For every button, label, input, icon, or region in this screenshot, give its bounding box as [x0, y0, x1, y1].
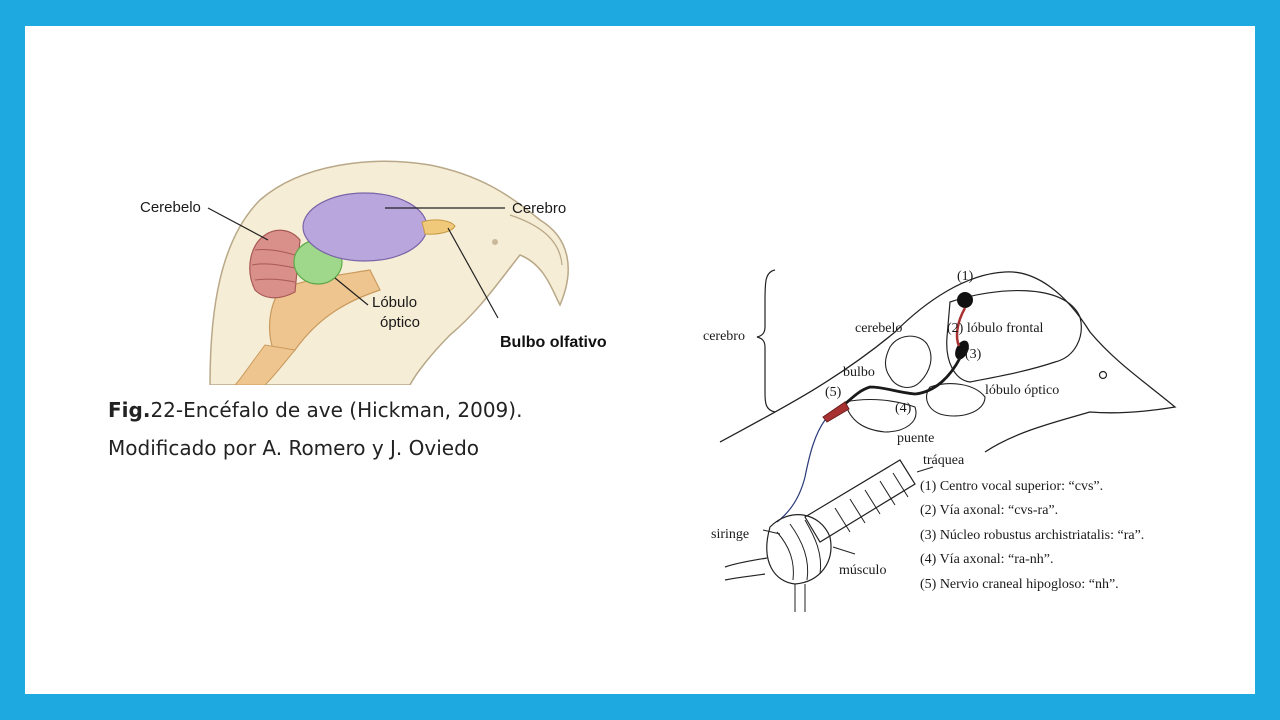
cerebro-shape: [302, 192, 428, 262]
caption-fig-prefix: Fig.: [108, 398, 151, 422]
label-siringe: siringe: [711, 527, 749, 542]
label-lobulo-line1: Lóbulo: [372, 294, 417, 311]
label-cerebelo: cerebelo: [855, 321, 902, 336]
cerebelo-leader: [207, 207, 269, 241]
cerebelo-outline: [884, 335, 932, 388]
siringe-shape: [724, 514, 832, 612]
lobulo-leader: [334, 277, 369, 306]
figure-caption-line1: Fig.22-Encéfalo de ave (Hickman, 2009).: [108, 398, 668, 422]
legend-item: (4) Vía axonal: “ra-nh”.: [920, 552, 1053, 567]
beak-outline: [509, 214, 563, 266]
nerve-to-syrinx: [776, 419, 826, 523]
eye-marker: [492, 239, 498, 245]
label-n1: (1): [957, 269, 974, 284]
cvs-nucleus-marker: [957, 292, 973, 308]
label-puente: puente: [897, 431, 934, 446]
bulbo-leader: [447, 227, 499, 319]
label-n3: (3): [965, 347, 982, 362]
legend: (1) Centro vocal superior: “cvs”. (2) Ví…: [920, 479, 1144, 592]
bird-song-pathway-diagram: (1) cerebro cerebelo (2) lóbulo frontal …: [695, 262, 1190, 612]
label-n5: (5): [825, 385, 842, 400]
bird-brain-illustration: Cerebelo Cerebro Lóbulo óptico Bulbo olf…: [140, 160, 607, 385]
siringe-leader: [762, 529, 781, 535]
legend-item: (5) Nervio craneal hipogloso: “nh”.: [920, 577, 1119, 592]
musculo-leader: [832, 546, 856, 555]
label-n4: (4): [895, 401, 912, 416]
cerebro-brace: [756, 269, 776, 413]
brain-outline: [946, 289, 1082, 383]
label-cerebro: Cerebro: [512, 200, 566, 217]
eye-marker: [1098, 370, 1108, 380]
head-outline: [719, 271, 1177, 453]
label-bulbo-olfativo: Bulbo olfativo: [500, 334, 607, 351]
label-lobulo-line2: óptico: [380, 314, 420, 331]
label-bulbo: bulbo: [843, 365, 875, 380]
brainstem-outline: [844, 398, 917, 433]
label-lobulo-optico: lóbulo óptico: [985, 383, 1059, 398]
legend-item: (2) Vía axonal: “cvs-ra”.: [920, 503, 1058, 518]
label-lobulo-frontal: (2) lóbulo frontal: [947, 321, 1044, 336]
pathway-ra-nh: [844, 357, 962, 406]
pathway-cvs-ra: [955, 307, 967, 347]
bulbo-olfativo-shape: [421, 219, 456, 235]
nerve-nh-marker: [822, 401, 850, 423]
cerebelo-shape: [249, 229, 301, 299]
spinal-cord: [234, 344, 296, 385]
label-traquea: tráquea: [923, 453, 965, 468]
legend-item: (3) Núcleo robustus archistriatalis: “ra…: [920, 528, 1144, 543]
lobulo-optico-outline: [926, 383, 986, 417]
trachea-shape: [804, 459, 916, 543]
label-musculo: músculo: [839, 563, 886, 578]
label-cerebelo: Cerebelo: [140, 199, 201, 216]
caption-fig-number: 22: [150, 398, 176, 422]
traquea-leader: [916, 466, 934, 473]
caption-line1-text: -Encéfalo de ave (Hickman, 2009).: [175, 398, 523, 422]
legend-item: (1) Centro vocal superior: “cvs”.: [920, 479, 1103, 494]
figure-caption-line2: Modificado por A. Romero y J. Oviedo: [108, 436, 480, 460]
label-cerebro: cerebro: [703, 329, 745, 344]
